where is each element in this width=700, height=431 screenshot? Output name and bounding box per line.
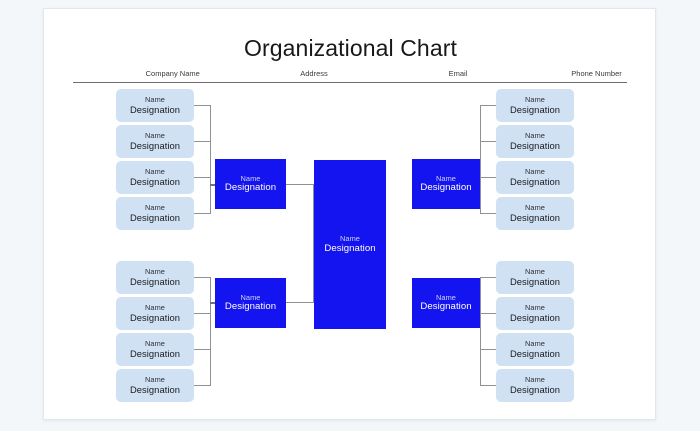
connector-stub <box>480 213 496 214</box>
header-meta-row: Company Name Address Email Phone Number <box>73 69 627 83</box>
org-node-leaf[interactable]: Name Designation <box>496 261 574 294</box>
connector-manager-to-exec <box>286 184 313 185</box>
connector-stub <box>480 141 496 142</box>
connector-stub <box>480 277 496 278</box>
connector-stub <box>480 313 496 314</box>
header-divider <box>73 82 627 83</box>
org-node-executive[interactable]: Name Designation <box>314 160 386 329</box>
org-node-leaf[interactable]: Name Designation <box>496 369 574 402</box>
org-node-manager[interactable]: Name Designation <box>412 159 480 209</box>
connector-stub <box>194 105 210 106</box>
connector-stub <box>480 385 496 386</box>
connector-feed <box>210 184 216 186</box>
connector-trunk <box>210 105 211 214</box>
org-node-manager[interactable]: Name Designation <box>412 278 480 328</box>
connector-stub <box>480 349 496 350</box>
org-node-manager[interactable]: Name Designation <box>215 278 286 328</box>
org-node-leaf[interactable]: Name Designation <box>116 197 194 230</box>
org-node-leaf[interactable]: Name Designation <box>496 161 574 194</box>
connector-trunk <box>480 277 481 386</box>
org-node-manager[interactable]: Name Designation <box>215 159 286 209</box>
org-node-leaf[interactable]: Name Designation <box>116 369 194 402</box>
connector-stub <box>480 177 496 178</box>
connector-stub <box>480 105 496 106</box>
page-title: Organizational Chart <box>244 35 457 61</box>
org-node-leaf[interactable]: Name Designation <box>116 125 194 158</box>
org-node-leaf[interactable]: Name Designation <box>116 89 194 122</box>
connector-stub <box>194 213 210 214</box>
org-node-leaf[interactable]: Name Designation <box>116 297 194 330</box>
connector-manager-to-exec <box>286 302 313 303</box>
meta-phone-number: Phone Number <box>571 69 622 78</box>
connector-stub <box>194 177 210 178</box>
meta-company-name: Company Name <box>145 69 200 78</box>
org-node-leaf[interactable]: Name Designation <box>496 297 574 330</box>
org-node-leaf[interactable]: Name Designation <box>116 333 194 366</box>
chart-canvas: Organizational Chart Company Name Addres… <box>43 8 656 420</box>
org-node-leaf[interactable]: Name Designation <box>496 89 574 122</box>
connector-stub <box>194 313 210 314</box>
connector-stub <box>194 141 210 142</box>
connector-stub <box>194 277 210 278</box>
org-node-leaf[interactable]: Name Designation <box>116 261 194 294</box>
connector-trunk <box>480 105 481 214</box>
connector-stub <box>194 385 210 386</box>
meta-address: Address <box>300 69 328 78</box>
org-node-leaf[interactable]: Name Designation <box>116 161 194 194</box>
connector-trunk <box>210 277 211 386</box>
org-node-leaf[interactable]: Name Designation <box>496 197 574 230</box>
connector-stub <box>194 349 210 350</box>
meta-email: Email <box>448 69 468 78</box>
connector-feed <box>210 302 216 304</box>
connector-exec-spine <box>313 184 314 303</box>
org-node-leaf[interactable]: Name Designation <box>496 125 574 158</box>
org-node-leaf[interactable]: Name Designation <box>496 333 574 366</box>
